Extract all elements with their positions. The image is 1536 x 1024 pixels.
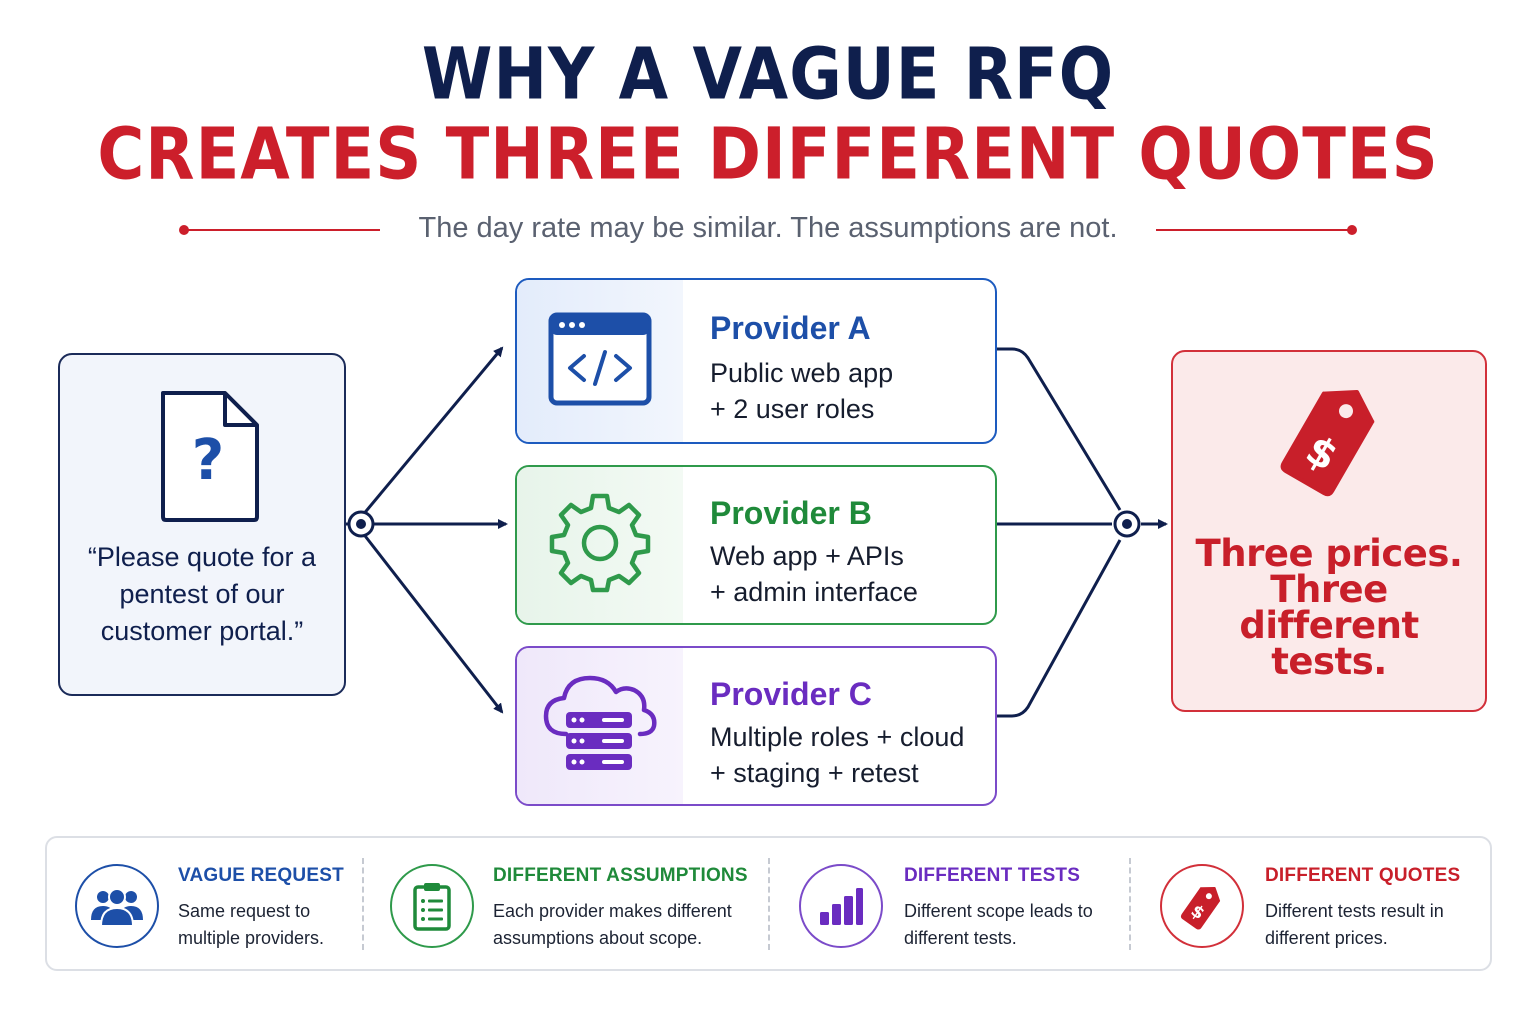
people-group-icon [75,864,159,948]
cloud-server-icon [542,672,658,781]
provider-b-card: Provider B Web app + APIs + admin interf… [515,465,997,625]
vague-request-card: ? “Please quote for a pentest of our cus… [58,353,346,696]
subtitle-line-right [1156,229,1350,231]
footer-divider [362,858,364,950]
merge-node [1113,510,1141,538]
arrow-to-provider-a [360,346,504,517]
three-prices-card: $ Three prices. Three different tests. [1171,350,1487,712]
footer-desc-line: Each provider makes different [493,901,732,921]
provider-b-name: Provider B [710,495,872,531]
provider-b-scope-line-2: + admin interface [710,577,918,607]
footer-item-different-tests: DIFFERENT TESTS Different scope leads to… [769,838,1129,969]
footer-desc-line: Different scope leads to [904,901,1093,921]
line-from-provider-c [997,539,1122,718]
footer-title-different-quotes: DIFFERENT QUOTES [1265,865,1461,886]
line-from-provider-a [997,347,1122,511]
footer-divider [1129,858,1131,950]
result-line-3: tests. [1271,640,1387,683]
footer-desc-vague-request: Same request to multiple providers. [178,898,324,952]
footer-desc-line: different prices. [1265,928,1388,948]
subtitle-dot-left [179,225,189,235]
summary-footer: VAGUE REQUEST Same request to multiple p… [45,836,1492,971]
provider-c-scope-line-1: Multiple roles + cloud [710,722,965,752]
price-tag-dollar-icon: $ [1160,864,1244,948]
bar-chart-icon [799,864,883,948]
subtitle: The day rate may be similar. The assumpt… [418,212,1118,244]
provider-a-scope-line-1: Public web app [710,358,894,388]
footer-item-vague-request: VAGUE REQUEST Same request to multiple p… [47,838,367,969]
arrow-to-provider-c [360,531,504,714]
provider-a-name: Provider A [710,310,871,346]
result-line-1: Three prices. [1195,532,1463,575]
footer-divider [768,858,770,950]
provider-b-icon-panel [517,467,683,623]
footer-desc-line: assumptions about scope. [493,928,703,948]
clipboard-checklist-icon [390,864,474,948]
question-document-icon: ? [157,389,261,528]
footer-desc-line: different tests. [904,928,1017,948]
footer-item-different-quotes: $ DIFFERENT QUOTES Different tests resul… [1130,838,1490,969]
provider-c-card: Provider C Multiple roles + cloud + stag… [515,646,997,806]
footer-title-different-tests: DIFFERENT TESTS [904,865,1081,886]
footer-desc-different-assumptions: Each provider makes different assumption… [493,898,732,952]
provider-b-scope-line-1: Web app + APIs [710,541,904,571]
footer-title-vague-request: VAGUE REQUEST [178,865,344,886]
result-statement: Three prices. Three different tests. [1183,532,1475,683]
footer-desc-line: Different tests result in [1265,901,1444,921]
footer-desc-different-tests: Different scope leads to different tests… [904,898,1093,952]
title-line-1: WHY A VAGUE RFQ [421,33,1115,117]
request-quote-text: “Please quote for a pentest of our custo… [87,542,317,646]
provider-a-scope-line-2: + 2 user roles [710,394,875,424]
footer-desc-line: Same request to [178,901,311,921]
provider-a-card: Provider A Public web app + 2 user roles [515,278,997,444]
footer-title-different-assumptions: DIFFERENT ASSUMPTIONS [493,865,748,886]
subtitle-line-left [186,229,380,231]
footer-desc-different-quotes: Different tests result in different pric… [1265,898,1444,952]
provider-c-name: Provider C [710,676,872,712]
footer-desc-line: multiple providers. [178,928,325,948]
split-node [347,510,375,538]
price-tag-dollar-icon: $ [1269,382,1385,511]
title-line-2: CREATES THREE DIFFERENT QUOTES [97,113,1439,197]
gear-icon [548,491,652,600]
code-window-icon [548,312,652,411]
footer-item-different-assumptions: DIFFERENT ASSUMPTIONS Each provider make… [363,838,768,969]
svg-text:?: ? [192,428,224,493]
provider-c-scope-line-2: + staging + retest [710,758,919,788]
subtitle-dot-right [1347,225,1357,235]
result-line-2: Three different [1239,568,1419,647]
